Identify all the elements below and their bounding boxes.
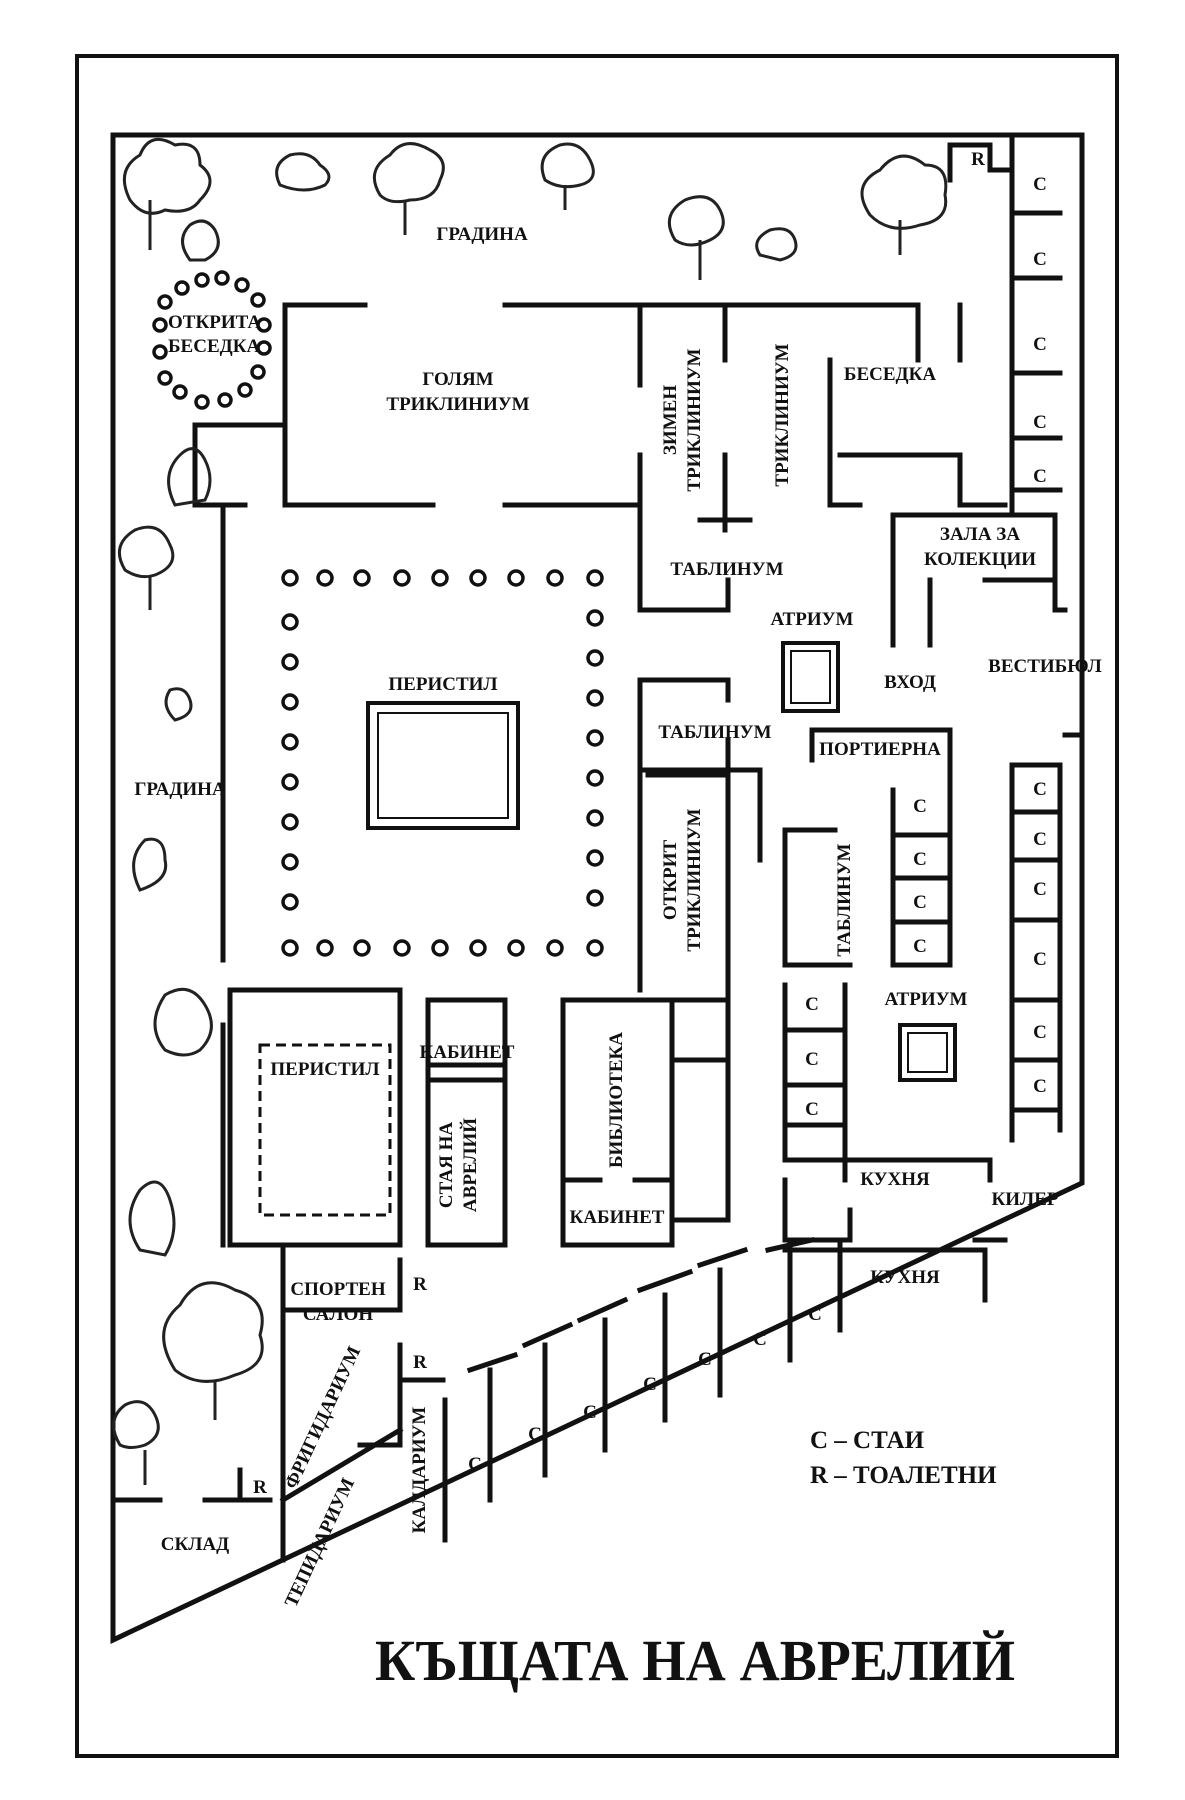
legend-rooms: C – СТАИ xyxy=(810,1427,925,1454)
room-mark: C xyxy=(913,796,927,817)
room-mark: C xyxy=(1033,174,1047,195)
room-mark: C xyxy=(1033,829,1047,850)
label-open-triclinium-2: ТРИКЛИНИУМ xyxy=(684,808,705,951)
room-mark: C xyxy=(698,1349,712,1370)
room-mark: C xyxy=(1033,879,1047,900)
room-mark: C xyxy=(913,936,927,957)
room-mark: C xyxy=(805,1099,819,1120)
peristyle-colonnade xyxy=(281,569,604,957)
room-marks: C C C C C C C C C C C C C C C C C C C C … xyxy=(253,149,1047,1498)
label-gym-2: САЛОН xyxy=(303,1304,373,1325)
legend-toilets: R – ТОАЛЕТНИ xyxy=(810,1462,997,1489)
open-arbor-ring xyxy=(152,270,272,410)
label-great-triclinium-2: ТРИКЛИНИУМ xyxy=(386,394,529,415)
label-storage: СКЛАД xyxy=(161,1534,229,1555)
label-caldarium: КАЛДАРИУМ xyxy=(409,1407,430,1534)
toilet-mark: R xyxy=(413,1274,427,1295)
room-mark: C xyxy=(913,892,927,913)
room-mark: C xyxy=(753,1329,767,1350)
label-frigidarium: ФРИГИДАРИУМ xyxy=(281,1343,365,1492)
garden-trees xyxy=(112,137,948,1485)
label-triclinium: ТРИКЛИНИУМ xyxy=(772,343,793,486)
room-mark: C xyxy=(808,1304,822,1325)
room-mark: C xyxy=(1033,1022,1047,1043)
label-tablinum-1: ТАБЛИНУМ xyxy=(670,559,783,580)
label-winter-triclinium-1: ЗИМЕН xyxy=(660,385,681,455)
label-atrium-2: АТРИУМ xyxy=(885,989,968,1010)
label-great-triclinium-1: ГОЛЯМ xyxy=(422,369,493,390)
toilet-mark: R xyxy=(413,1352,427,1373)
label-open-arbor-1: ОТКРИТА xyxy=(168,312,261,333)
label-arbor: БЕСЕДКА xyxy=(844,364,936,385)
label-collection-hall-1: ЗАЛА ЗА xyxy=(940,524,1020,545)
label-pantry: КИЛЕР xyxy=(992,1189,1059,1210)
label-porter: ПОРТИЕРНА xyxy=(819,739,941,760)
room-mark: C xyxy=(643,1374,657,1395)
label-aurelius-room-2: АВРЕЛИЙ xyxy=(459,1118,481,1212)
label-gym-1: СПОРТЕН xyxy=(290,1279,385,1300)
label-aurelius-room-1: СТАЯ НА xyxy=(436,1122,457,1208)
impluvium-pools xyxy=(258,641,957,1217)
label-study-1: КАБИНЕТ xyxy=(420,1042,515,1063)
label-vestibule: ВЕСТИБЮЛ xyxy=(988,656,1102,677)
room-mark: C xyxy=(1033,779,1047,800)
label-open-triclinium-1: ОТКРИТ xyxy=(660,840,681,921)
label-entrance: ВХОД xyxy=(884,672,936,693)
label-garden-top: ГРАДИНА xyxy=(436,224,528,245)
room-mark: C xyxy=(1033,466,1047,487)
walls xyxy=(110,137,1083,1563)
room-mark: C xyxy=(468,1454,482,1475)
label-kitchen-2: КУХНЯ xyxy=(870,1267,940,1288)
room-mark: C xyxy=(1033,334,1047,355)
room-mark: C xyxy=(805,994,819,1015)
toilet-mark: R xyxy=(971,149,985,170)
room-mark: C xyxy=(1033,949,1047,970)
label-peristyle-2: ПЕРИСТИЛ xyxy=(270,1059,379,1080)
room-mark: C xyxy=(1033,1076,1047,1097)
room-mark: C xyxy=(528,1424,542,1445)
room-mark: C xyxy=(1033,249,1047,270)
label-open-arbor-2: БЕСЕДКА xyxy=(168,336,260,357)
outer-frame xyxy=(75,54,1119,1758)
site-boundary xyxy=(110,132,1085,1644)
label-kitchen-1: КУХНЯ xyxy=(860,1169,930,1190)
label-tablinum-3: ТАБЛИНУМ xyxy=(834,843,855,956)
label-atrium-1: АТРИУМ xyxy=(771,609,854,630)
room-mark: C xyxy=(913,849,927,870)
label-garden-left: ГРАДИНА xyxy=(134,779,226,800)
room-mark: C xyxy=(1033,412,1047,433)
label-study-2: КАБИНЕТ xyxy=(570,1207,665,1228)
toilet-mark: R xyxy=(253,1477,267,1498)
label-peristyle-1: ПЕРИСТИЛ xyxy=(388,674,497,695)
label-collection-hall-2: КОЛЕКЦИИ xyxy=(924,549,1036,570)
room-mark: C xyxy=(805,1049,819,1070)
label-winter-triclinium-2: ТРИКЛИНИУМ xyxy=(684,348,705,491)
label-tablinum-2: ТАБЛИНУМ xyxy=(658,722,771,743)
map-title: КЪЩАТА НА АВРЕЛИЙ xyxy=(375,1628,1015,1693)
label-library: БИБЛИОТЕКА xyxy=(606,1032,627,1168)
room-mark: C xyxy=(583,1402,597,1423)
